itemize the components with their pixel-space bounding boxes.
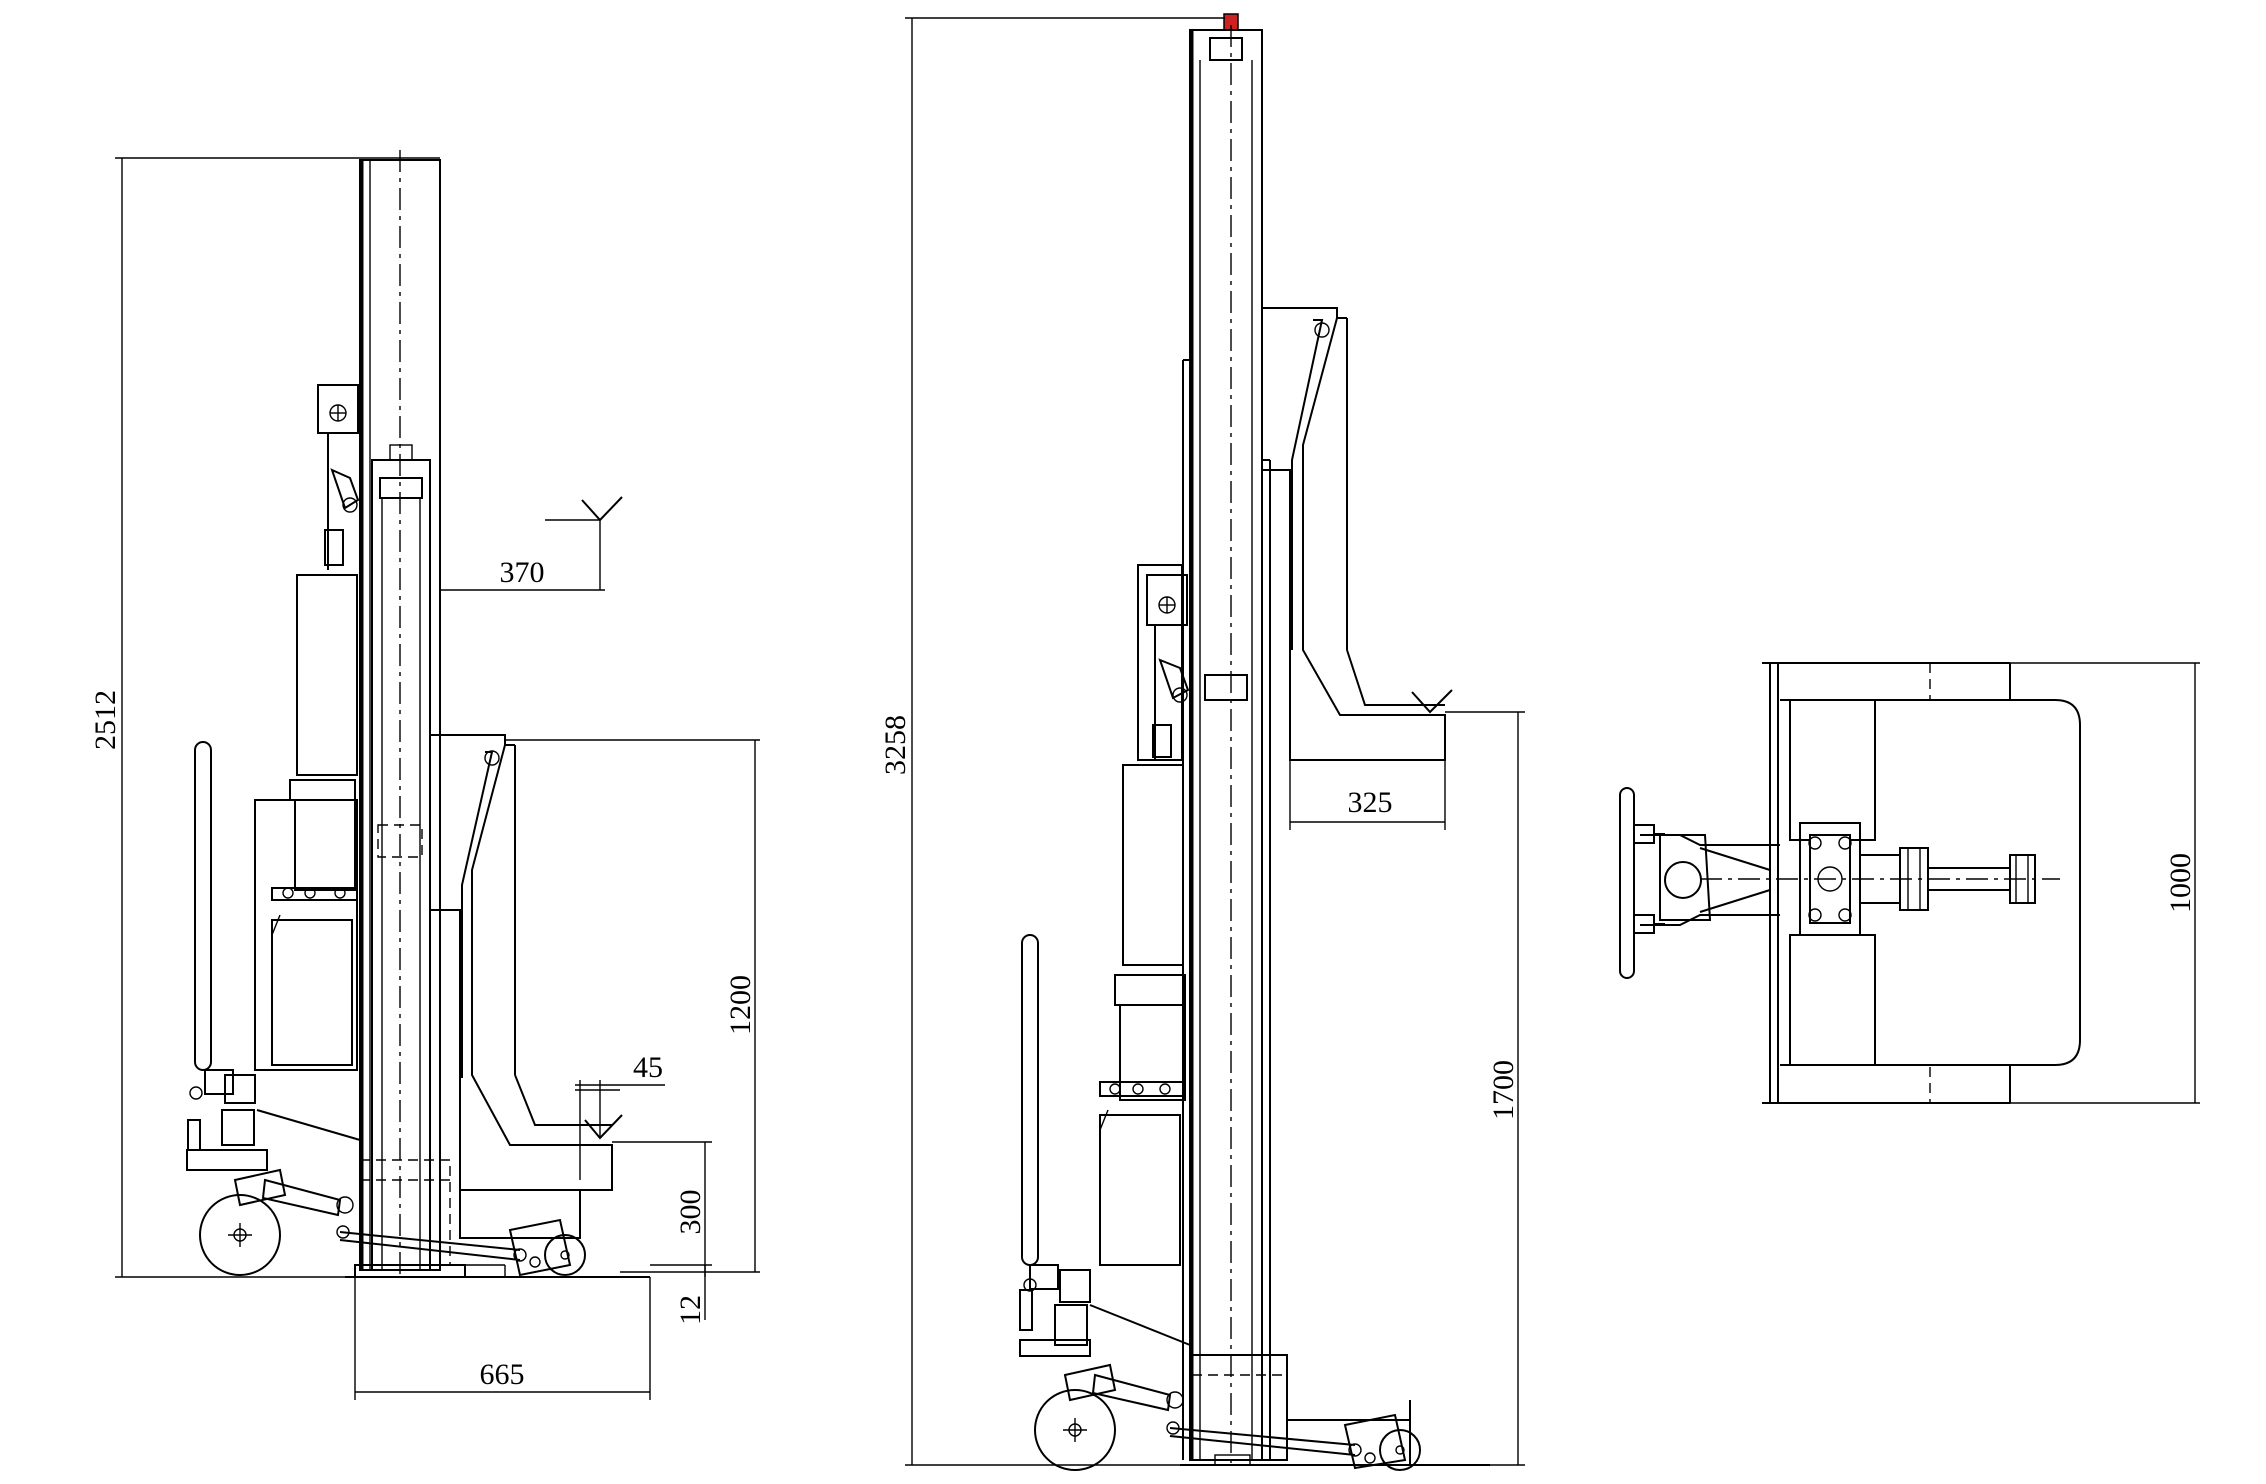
side-view-lowered: 2512 370 1200 45 300 12 [89,150,760,1400]
dimension-label: 370 [500,556,545,589]
pad-marker [1411,689,1453,714]
dimension-label: 2512 [89,690,122,750]
dimension-label: 1200 [724,975,757,1035]
handle-assembly [1619,787,1780,979]
dimension-pad-offset: 45 [575,1051,665,1086]
base-plate [345,1159,650,1278]
dimension-arm-reach: 370 [440,556,605,591]
rear-wheel [1343,1413,1421,1471]
mast-sleeve [1182,359,1271,1460]
dimension-base-thickness: 12 [650,1264,712,1325]
dimension-pad-height: 300 [612,1141,712,1277]
dimension-arm-reach: 325 [1289,715,1446,830]
dimension-label: 300 [674,1190,707,1235]
lifting-arm [1261,307,1446,761]
column-section [1700,822,2060,936]
lifting-arm [429,734,613,1239]
upper-bracket [317,384,360,570]
upper-bracket [1137,564,1190,761]
dimension-overall-height: 2512 [89,157,440,1278]
front-wheel [199,1168,521,1276]
dimension-lift-height: 1700 [1445,711,1525,1466]
carriage [371,444,431,1271]
dimension-label: 665 [480,1358,525,1391]
dimension-base-width: 665 [354,1277,651,1400]
front-wheel [1034,1363,1356,1471]
dimension-label: 1000 [2164,853,2197,913]
dimension-label: 3258 [879,715,912,775]
power-unit [1099,764,1186,1266]
pad-marker-bottom [575,1080,623,1180]
push-handle [1019,934,1191,1357]
rear-wheel [508,1218,586,1277]
top-view: 1000 [1619,662,2200,1104]
dimension-width: 1000 [2010,662,2200,1104]
power-unit [254,574,358,1071]
column [1189,25,1263,1465]
push-handle [186,741,361,1171]
side-view-raised: 3258 325 1700 [879,13,1525,1471]
dimension-label: 325 [1348,786,1393,819]
base-plate [1180,1354,1490,1466]
dimension-label: 12 [674,1295,707,1325]
dimension-overall-height: 3258 [879,17,1225,1466]
dimension-label: 45 [633,1051,663,1084]
dimension-arm-height: 1200 [505,739,760,1273]
pad-marker-top [545,496,623,590]
dimension-label: 1700 [1487,1060,1520,1120]
